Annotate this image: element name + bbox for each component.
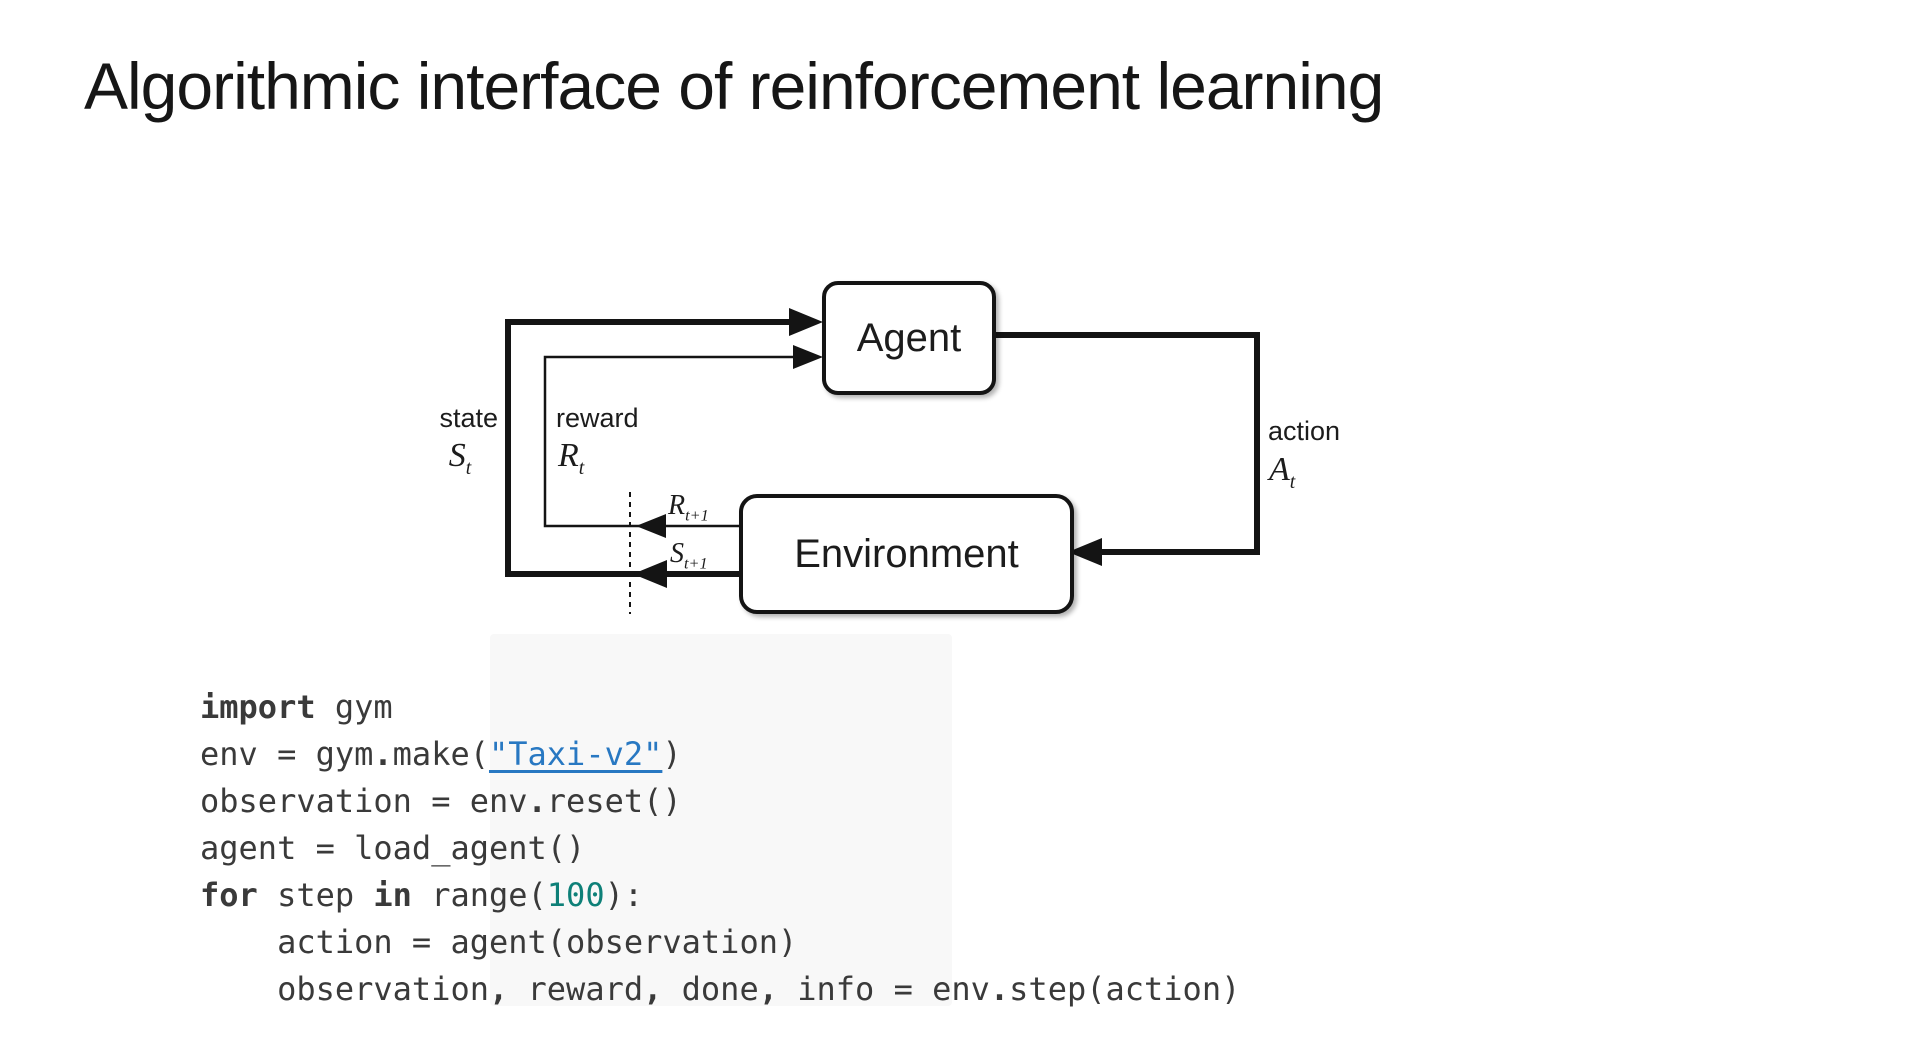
state-next-symbol-main: S: [670, 538, 684, 569]
code-token: observation = env: [200, 782, 528, 820]
state-into-agent-arrowhead: [789, 308, 823, 336]
reward-next-symbol-main: R: [668, 490, 686, 521]
reward-next-symbol-sub: t+1: [685, 506, 709, 525]
page-title: Algorithmic interface of reinforcement l…: [84, 49, 1384, 123]
code-token: .: [527, 782, 547, 820]
reward-symbol: Rt: [558, 437, 584, 480]
code-token: ,: [643, 970, 663, 1008]
code-token: step: [257, 876, 374, 914]
code-line: import gym: [200, 684, 1240, 731]
state-symbol-main: S: [448, 437, 466, 474]
code-token: 100: [546, 876, 605, 914]
environment-box: Environment: [739, 494, 1074, 614]
code-token: env = gym: [200, 735, 374, 773]
reward-symbol-main: R: [558, 437, 579, 474]
code-token: step(action): [1009, 970, 1241, 1008]
code-token: for: [200, 876, 258, 914]
state-symbol: St: [430, 437, 490, 480]
reward-symbol-sub: t: [578, 456, 585, 479]
code-background-tint: [490, 634, 952, 1006]
environment-label: Environment: [794, 531, 1019, 576]
code-token: action = agent(observation): [200, 923, 798, 961]
action-arrow-path: [988, 332, 1260, 555]
state-arrow-path: [505, 319, 800, 577]
code-token: ,: [488, 970, 509, 1008]
taxi-v2-link[interactable]: "Taxi-v2": [488, 735, 663, 773]
code-line: observation = env.reset(): [200, 778, 1240, 825]
code-token: ): [662, 735, 682, 773]
state-next-symbol: St+1: [670, 538, 708, 574]
action-into-environment-arrowhead: [1068, 538, 1102, 566]
state-next-symbol-sub: t+1: [684, 554, 708, 573]
reward-into-agent-arrowhead: [793, 345, 823, 369]
code-token: info = env: [777, 970, 990, 1008]
code-line: action = agent(observation): [200, 919, 1240, 966]
agent-label: Agent: [856, 315, 962, 360]
reward-next-symbol: Rt+1: [668, 490, 709, 526]
code-token: done: [662, 970, 759, 1008]
reward-next-arrowhead: [636, 514, 666, 538]
code-token: reset(): [546, 782, 682, 820]
code-token: ,: [758, 970, 778, 1008]
code-token: gym: [315, 688, 393, 726]
code-line: for step in range(100):: [200, 872, 1240, 919]
code-token: in: [373, 876, 412, 914]
reward-label: reward: [556, 403, 639, 433]
code-token: ):: [604, 876, 644, 914]
code-line: observation, reward, done, info = env.st…: [200, 966, 1240, 1013]
action-symbol-sub: t: [1289, 470, 1296, 493]
action-symbol-main: A: [1269, 451, 1290, 488]
code-token: reward: [508, 970, 644, 1008]
state-next-arrowhead: [633, 560, 667, 588]
code-token: observation: [200, 970, 489, 1008]
agent-box: Agent: [822, 281, 996, 395]
code-token: .: [373, 735, 393, 773]
action-label: action: [1268, 416, 1341, 446]
code-line: agent = load_agent(): [200, 825, 1240, 872]
state-label: state: [439, 403, 498, 433]
code-token: range(: [411, 876, 547, 914]
code-line: env = gym.make("Taxi-v2"): [200, 731, 1240, 778]
state-symbol-sub: t: [465, 456, 472, 479]
code-token: make(: [392, 735, 489, 773]
code-token: agent = load_agent(): [200, 829, 586, 867]
code-token: import: [200, 688, 316, 726]
code-token: .: [989, 970, 1010, 1008]
action-symbol: At: [1269, 451, 1295, 494]
